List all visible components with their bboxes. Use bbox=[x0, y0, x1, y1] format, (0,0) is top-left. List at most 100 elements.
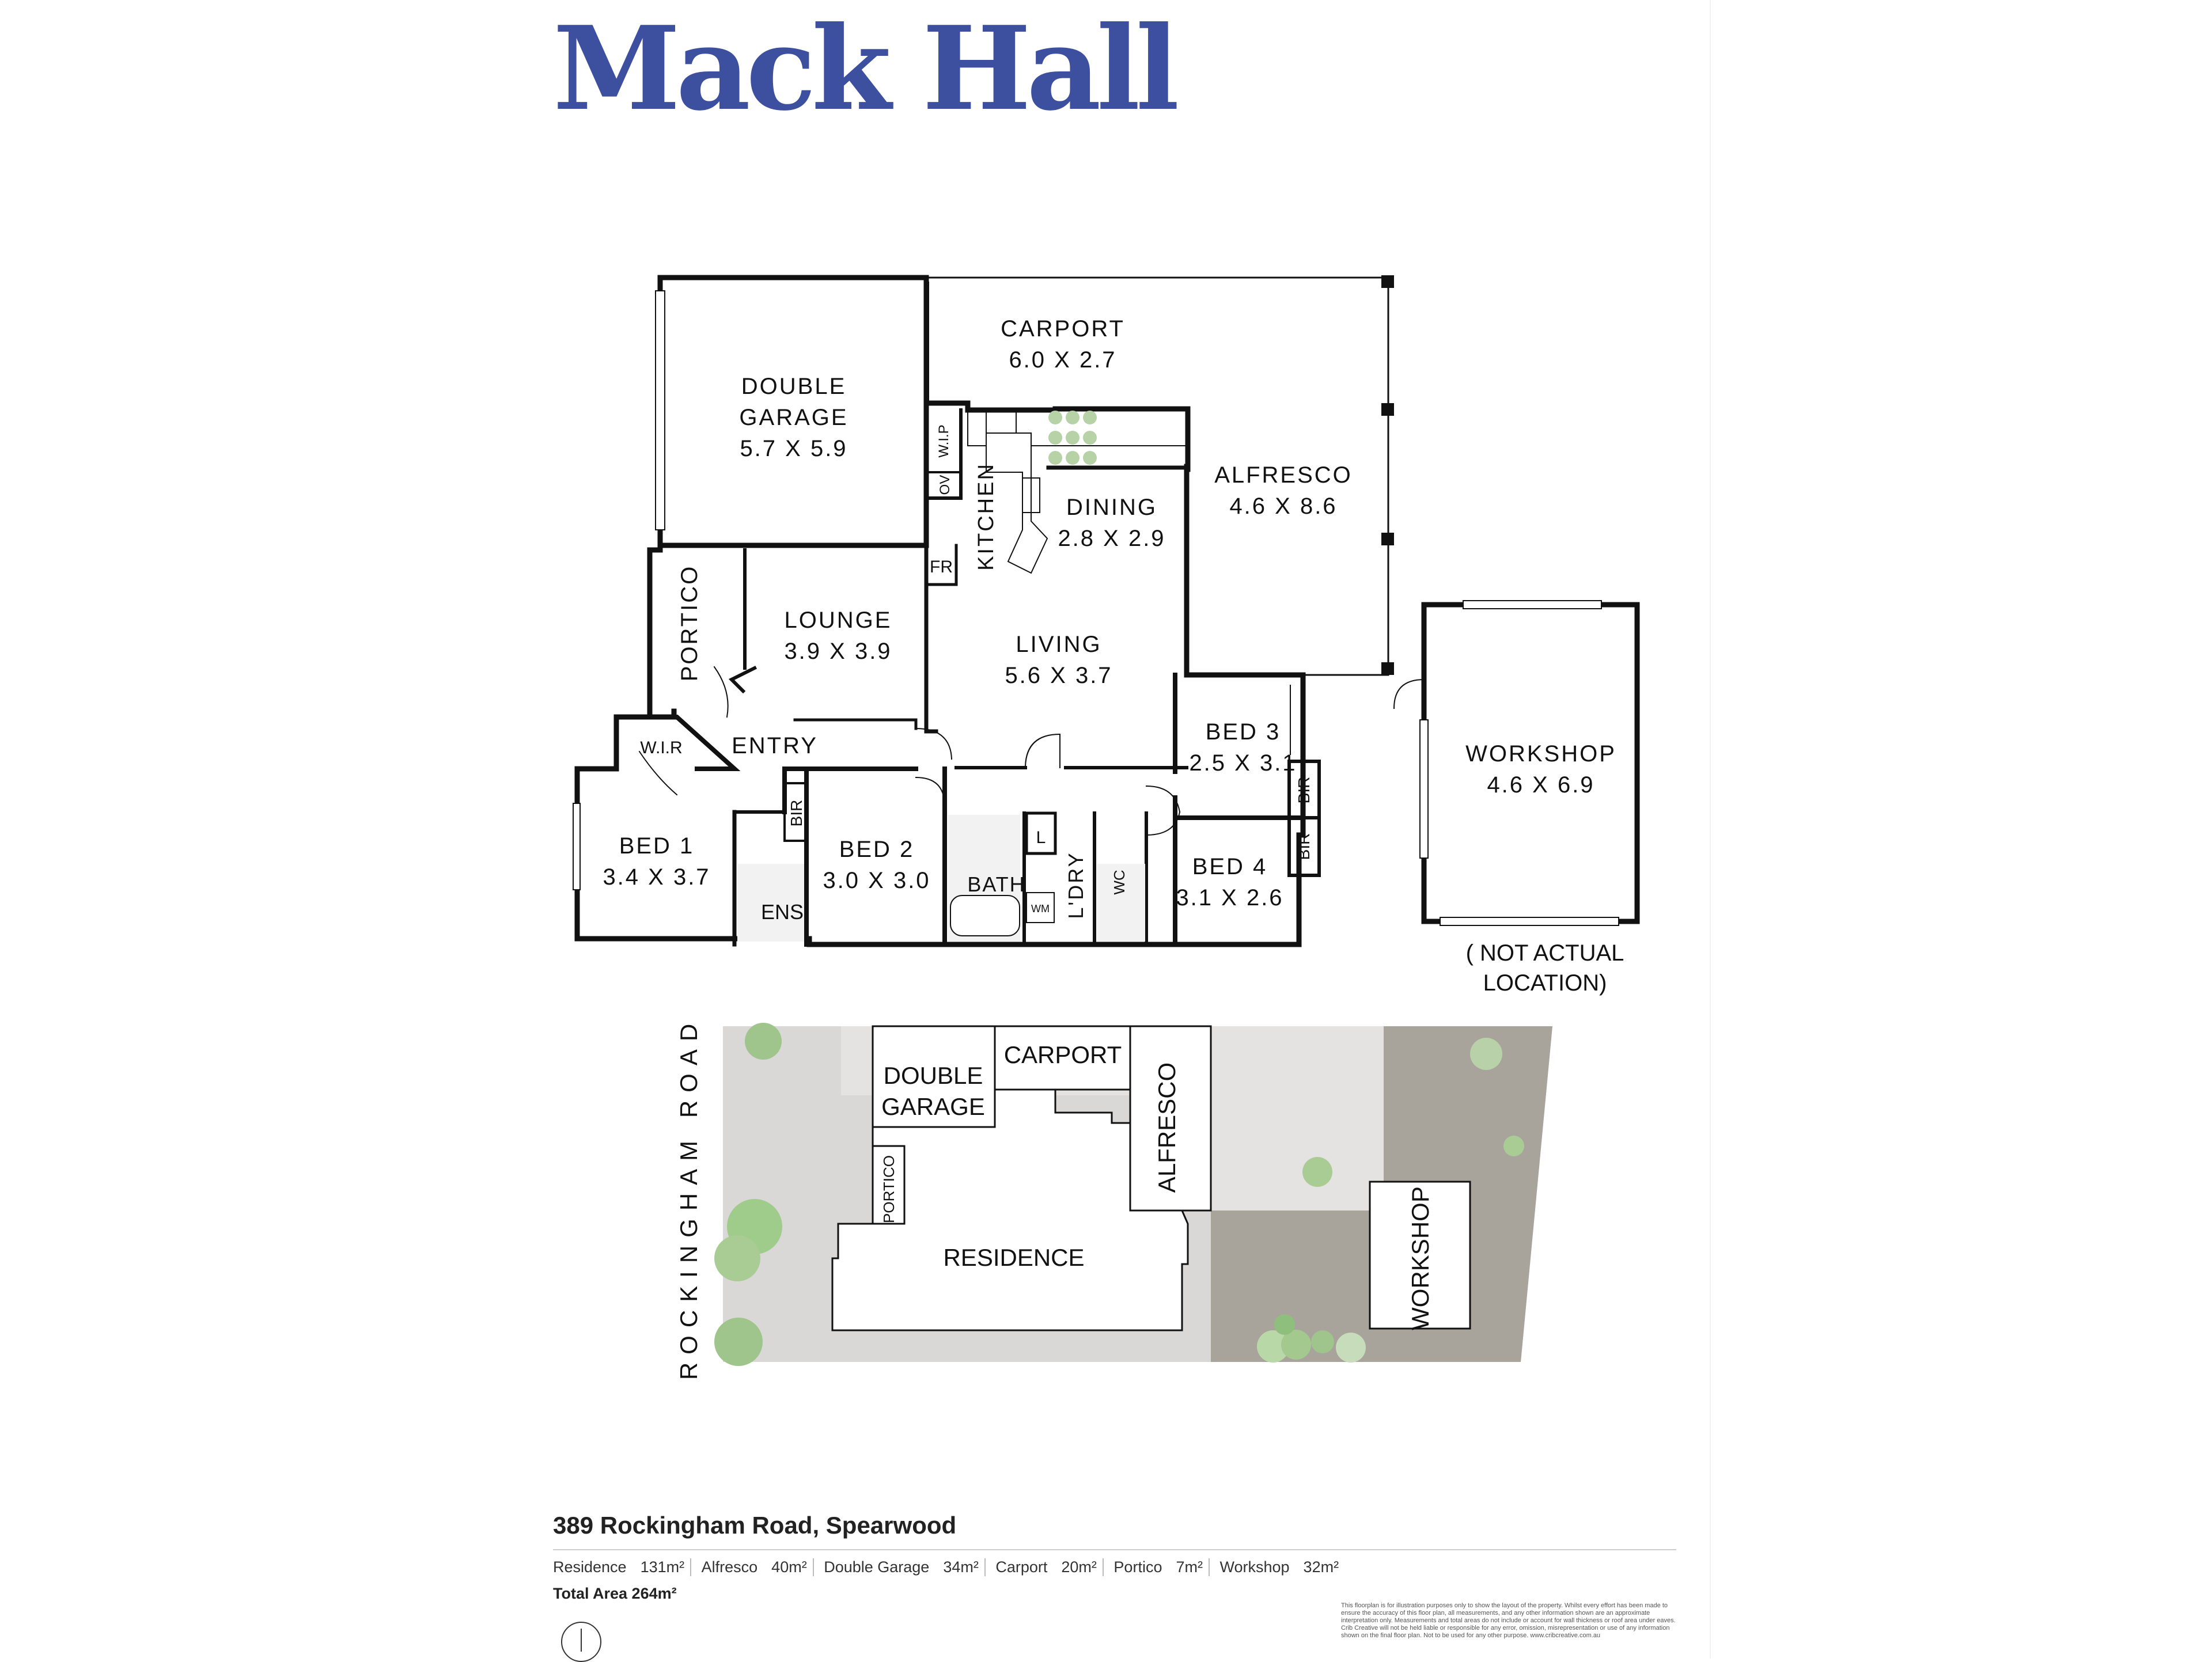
bed1-dims: 3.4 X 3.7 bbox=[603, 864, 710, 890]
tree bbox=[1470, 1038, 1502, 1070]
living-label: LIVING bbox=[1016, 632, 1101, 657]
door-swing bbox=[713, 666, 729, 718]
area-name: Carport bbox=[995, 1558, 1048, 1576]
workshop-door bbox=[1463, 600, 1602, 609]
total-area: Total Area 264m² bbox=[553, 1585, 677, 1603]
area-item: Alfresco 40m² bbox=[702, 1558, 814, 1576]
site-double-garage bbox=[872, 1025, 996, 1128]
ldry-label: L'DRY bbox=[1064, 851, 1088, 919]
wc-floor bbox=[1097, 864, 1145, 942]
lounge-label: LOUNGE bbox=[785, 608, 892, 633]
bed2-dims: 3.0 X 3.0 bbox=[823, 868, 930, 893]
door-swing bbox=[915, 776, 946, 807]
dining-dims: 2.8 X 2.9 bbox=[1058, 526, 1165, 551]
page-divider bbox=[1710, 0, 1711, 1659]
chair bbox=[1083, 431, 1097, 445]
carport-post bbox=[1381, 275, 1394, 288]
chair bbox=[1083, 411, 1097, 424]
carport-dims: 6.0 X 2.7 bbox=[1009, 347, 1116, 373]
door-swing bbox=[1145, 811, 1181, 836]
linen-label: L bbox=[1036, 828, 1046, 847]
wc-label: WC bbox=[1111, 870, 1128, 894]
wir-walls bbox=[614, 715, 741, 771]
tree bbox=[1311, 1330, 1334, 1353]
bed1-label: BED 1 bbox=[619, 833, 695, 859]
site-alfresco bbox=[1129, 1025, 1212, 1212]
door-swing bbox=[1145, 785, 1181, 813]
tree bbox=[1503, 1136, 1524, 1156]
double-garage-label: GARAGE bbox=[739, 405, 848, 430]
total-area-label: Total Area bbox=[553, 1585, 628, 1602]
area-value: 34m² bbox=[943, 1558, 979, 1576]
tree bbox=[1302, 1157, 1332, 1187]
bir-bed2 bbox=[783, 782, 808, 842]
ov-label: OV bbox=[937, 475, 953, 495]
double-garage-label: DOUBLE bbox=[741, 374, 847, 399]
portico-label: PORTICO bbox=[677, 565, 702, 682]
carport-alfresco-outline bbox=[925, 276, 1389, 676]
workshop-side-door bbox=[1393, 678, 1425, 709]
entry-label: ENTRY bbox=[732, 733, 818, 758]
fr-label: FR bbox=[930, 557, 953, 576]
area-value: 40m² bbox=[771, 1558, 807, 1576]
workshop-dims: 4.6 X 6.9 bbox=[1487, 772, 1594, 798]
site-residence-label: RESIDENCE bbox=[943, 1244, 1084, 1271]
brand-logo: Mack Hall bbox=[553, 1, 1179, 136]
area-name: Residence bbox=[553, 1558, 627, 1576]
site-double-garage-label: GARAGE bbox=[881, 1093, 985, 1120]
site-portico bbox=[872, 1145, 906, 1225]
workshop-bottom-opening bbox=[1440, 917, 1619, 926]
washing-machine bbox=[1026, 892, 1055, 923]
chair bbox=[1048, 411, 1062, 424]
dining-chairs bbox=[1048, 411, 1097, 465]
kitchen-label: KITCHEN bbox=[974, 462, 998, 571]
area-name: Portico bbox=[1113, 1558, 1162, 1576]
door-swing bbox=[1024, 733, 1060, 768]
floor-plan: CARPORT 6.0 X 2.7 DOUBLE GARAGE 5.7 X 5.… bbox=[573, 275, 1640, 996]
tree bbox=[714, 1235, 760, 1281]
kitchen-counter-top bbox=[967, 409, 1187, 446]
lounge-dims: 3.9 X 3.9 bbox=[784, 639, 892, 664]
footer-divider bbox=[553, 1549, 1676, 1550]
ens-floor bbox=[737, 864, 808, 942]
kitchen-island bbox=[986, 432, 1048, 574]
wip-label: W.I.P bbox=[936, 424, 952, 457]
disclaimer-text: This floorplan is for illustration purpo… bbox=[1341, 1602, 1676, 1639]
workshop-note: LOCATION) bbox=[1483, 970, 1607, 996]
door-swing bbox=[915, 727, 953, 760]
cooktop bbox=[986, 411, 1017, 435]
chair bbox=[1066, 451, 1080, 465]
bir-bed2-label: BIR bbox=[787, 800, 805, 827]
tree bbox=[1257, 1330, 1289, 1363]
wm-label: WM bbox=[1031, 903, 1050, 915]
tree bbox=[745, 1023, 782, 1060]
kitchen-walls bbox=[925, 408, 963, 500]
living-dims: 5.6 X 3.7 bbox=[1005, 663, 1112, 688]
bath-label: BATH bbox=[967, 872, 1025, 896]
chair bbox=[1048, 451, 1062, 465]
chair bbox=[1066, 411, 1080, 424]
property-address: 389 Rockingham Road, Spearwood bbox=[553, 1512, 957, 1539]
bed3-label: BED 3 bbox=[1206, 719, 1281, 745]
chair bbox=[1066, 431, 1080, 445]
ens-label: ENS bbox=[761, 900, 804, 924]
paved-area bbox=[1211, 1026, 1384, 1211]
tree bbox=[1274, 1314, 1295, 1335]
tree bbox=[1336, 1333, 1366, 1363]
site-portico-label: PORTICO bbox=[880, 1155, 897, 1223]
road-label: ROCKINGHAM ROAD bbox=[675, 1016, 702, 1380]
lounge-wall bbox=[728, 548, 757, 694]
area-name: Alfresco bbox=[701, 1558, 758, 1576]
area-value: 32m² bbox=[1303, 1558, 1339, 1576]
double-garage-dims: 5.7 X 5.9 bbox=[740, 436, 847, 461]
bir-bed4 bbox=[1287, 816, 1321, 877]
carport-post bbox=[1381, 662, 1394, 675]
dining-label: DINING bbox=[1066, 495, 1157, 520]
carport-post bbox=[1381, 533, 1394, 545]
alfresco-label: ALFRESCO bbox=[1214, 462, 1353, 488]
bathtub bbox=[950, 895, 1020, 936]
